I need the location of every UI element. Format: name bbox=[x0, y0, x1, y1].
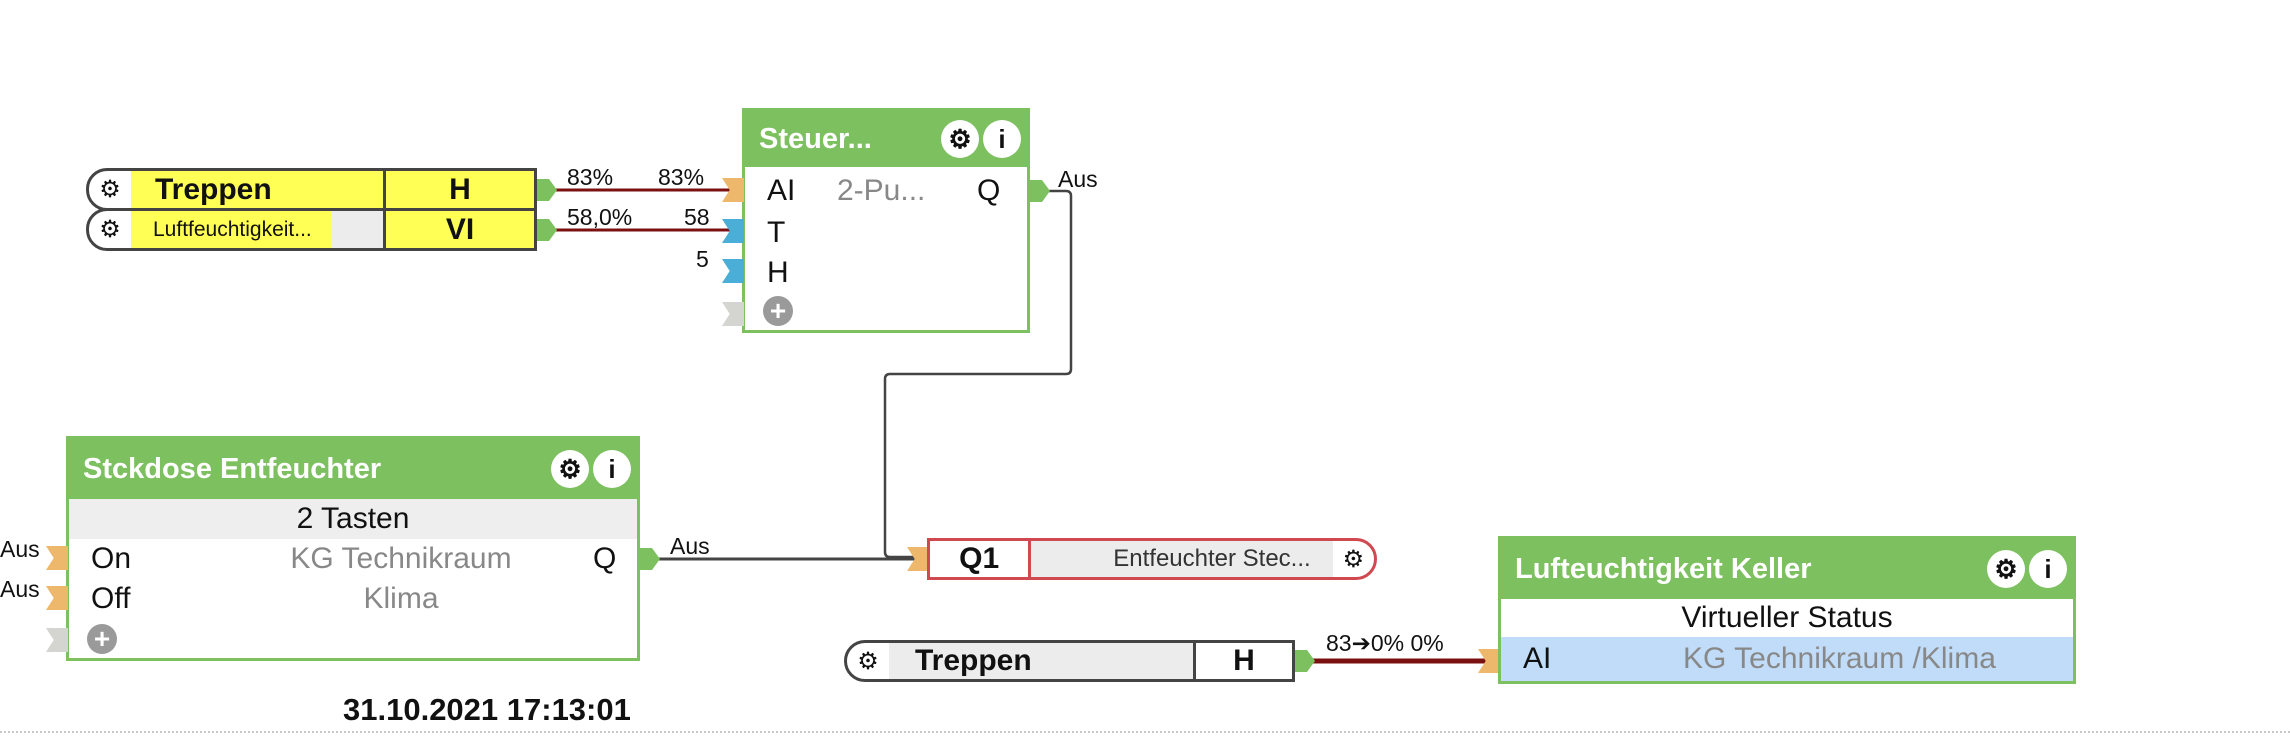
input-luftfeuchtigkeit[interactable]: ⚙ Luftfeuchtigkeit... VI bbox=[86, 208, 537, 251]
output-connector-q[interactable] bbox=[1030, 180, 1050, 202]
wire-value-source: 83% bbox=[567, 164, 614, 190]
input-port-ai: AI bbox=[767, 174, 796, 207]
stckdose-entfeuchter-block[interactable]: Stckdose Entfeuchter ⚙ i 2 Tasten On KG … bbox=[66, 436, 640, 661]
wire-value: Aus bbox=[0, 536, 40, 562]
input-treppen[interactable]: ⚙ Treppen H bbox=[86, 168, 537, 211]
input-connector-h[interactable] bbox=[722, 259, 744, 283]
output-connector-q[interactable] bbox=[640, 548, 660, 570]
divider bbox=[0, 731, 2290, 733]
wire-value: Aus bbox=[0, 576, 40, 602]
input-name: Luftfeuchtigkeit... bbox=[131, 211, 383, 248]
gear-icon[interactable]: ⚙ bbox=[1342, 545, 1365, 573]
output-q1[interactable]: Q1 Entfeuchter Stec... ⚙ bbox=[927, 538, 1377, 580]
block-title: Steuer... bbox=[759, 122, 872, 155]
input-connector-add[interactable] bbox=[722, 302, 744, 326]
plus-icon[interactable]: + bbox=[87, 624, 117, 654]
output-connector[interactable] bbox=[537, 179, 557, 201]
input-connector-ai[interactable] bbox=[1478, 649, 1500, 673]
timestamp: 31.10.2021 17:13:01 bbox=[343, 692, 631, 727]
info-icon[interactable]: i bbox=[2029, 550, 2067, 588]
input-port-t: T bbox=[767, 216, 786, 249]
input-port: H bbox=[1193, 643, 1292, 679]
location-line2: Klima bbox=[363, 582, 439, 615]
location-line1: KG Technikraum bbox=[290, 542, 512, 575]
gear-icon[interactable]: ⚙ bbox=[551, 450, 589, 488]
location: KG Technikraum /Klima bbox=[1683, 642, 1996, 675]
info-icon[interactable]: i bbox=[983, 120, 1021, 158]
gear-icon[interactable]: ⚙ bbox=[941, 120, 979, 158]
input-connector-t[interactable] bbox=[722, 219, 744, 243]
wire-value: 83➔0% 0% bbox=[1326, 630, 1444, 656]
wire-value-dest: 83% bbox=[658, 164, 705, 190]
input-port-h: H bbox=[767, 256, 789, 289]
gear-icon[interactable]: ⚙ bbox=[1987, 550, 2025, 588]
output-port: Q1 bbox=[930, 541, 1032, 577]
output-port-q: Q bbox=[977, 174, 1001, 207]
plus-icon[interactable]: + bbox=[763, 296, 793, 326]
block-title: Lufteuchtigkeit Keller bbox=[1515, 552, 1812, 585]
input-treppen-bottom[interactable]: ⚙ Treppen H bbox=[844, 640, 1295, 682]
wire-value-dest: 58 bbox=[684, 204, 710, 230]
block-title: Stckdose Entfeuchter bbox=[83, 452, 382, 485]
lufteuchtigkeit-keller-block[interactable]: Lufteuchtigkeit Keller ⚙ i Virtueller St… bbox=[1498, 536, 2076, 684]
input-connector-off[interactable] bbox=[46, 586, 68, 610]
output-port-q: Q bbox=[593, 542, 617, 575]
input-port-on: On bbox=[91, 542, 132, 575]
gear-icon[interactable]: ⚙ bbox=[857, 647, 879, 675]
steuer-block[interactable]: Steuer... ⚙ i AI 2-Pu... Q T H + bbox=[742, 108, 1030, 333]
wire-value-source: 58,0% bbox=[567, 204, 633, 230]
input-connector-ai[interactable] bbox=[722, 178, 744, 202]
output-connector[interactable] bbox=[1295, 650, 1315, 672]
input-connector-add[interactable] bbox=[46, 628, 68, 652]
block-type: 2 Tasten bbox=[69, 499, 637, 539]
block-subtitle: 2-Pu... bbox=[837, 174, 926, 207]
output-name: Entfeuchter Stec... bbox=[1031, 541, 1333, 577]
gear-icon[interactable]: ⚙ bbox=[99, 176, 121, 203]
block-type: Virtueller Status bbox=[1681, 601, 1893, 634]
input-port: VI bbox=[383, 211, 534, 248]
info-icon[interactable]: i bbox=[593, 450, 631, 488]
input-name: Treppen bbox=[889, 643, 1193, 679]
input-port-ai: AI bbox=[1523, 642, 1552, 675]
input-port: H bbox=[383, 171, 534, 208]
input-connector-on[interactable] bbox=[46, 546, 68, 570]
output-connector[interactable] bbox=[537, 219, 557, 241]
input-port-off: Off bbox=[91, 582, 131, 615]
wire-value: Aus bbox=[670, 533, 710, 559]
input-name: Treppen bbox=[131, 171, 383, 208]
input-connector-q1[interactable] bbox=[907, 547, 929, 571]
gear-icon[interactable]: ⚙ bbox=[99, 216, 121, 243]
constant-value: 5 bbox=[696, 246, 709, 272]
wire-value: Aus bbox=[1058, 166, 1098, 192]
